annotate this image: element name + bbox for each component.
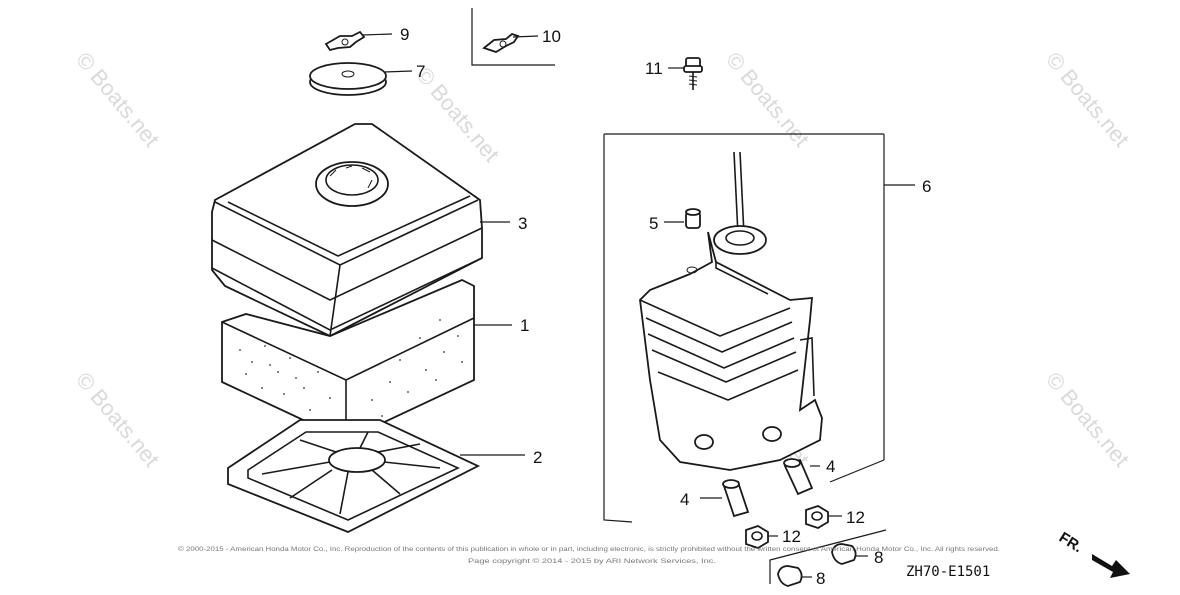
clip-part xyxy=(482,32,520,53)
callout-7: 7 xyxy=(416,62,425,81)
copyright-notice: © 2000-2015 - American Honda Motor Co., … xyxy=(178,545,1000,553)
sleeve-part xyxy=(685,208,701,229)
callout-6: 6 xyxy=(922,177,931,196)
watermark: © Boats.net xyxy=(1041,47,1134,151)
assembly-bracket xyxy=(603,134,633,523)
nut-part xyxy=(805,505,829,529)
callout-8: 8 xyxy=(816,569,825,588)
cover-plate-part xyxy=(309,62,387,96)
filter-element-part xyxy=(221,279,475,441)
bolt-part xyxy=(683,57,703,90)
watermark: © Boats.net xyxy=(1041,367,1134,471)
diagram-code: ZH70-E1501 xyxy=(906,564,990,580)
tube-part xyxy=(722,479,750,518)
front-indicator-label: FR. xyxy=(1056,529,1086,556)
callout-8: 8 xyxy=(874,548,883,567)
watermark: © Boats.net xyxy=(71,47,164,151)
callout-4: 4 xyxy=(680,490,689,509)
elbow-assembly-part xyxy=(639,151,823,471)
grid-plate-part xyxy=(227,419,481,533)
callout-3: 3 xyxy=(518,214,527,233)
callout-2: 2 xyxy=(533,448,542,467)
copyright-page: Page copyright © 2014 - 2015 by ARI Netw… xyxy=(468,557,716,565)
wing-nut-part xyxy=(324,30,366,52)
callout-11: 11 xyxy=(645,59,663,78)
watermark: © Boats.net xyxy=(71,367,164,471)
callout-5: 5 xyxy=(649,214,658,233)
cap-part xyxy=(831,543,857,565)
callout-9: 9 xyxy=(400,25,409,44)
air-cleaner-cover-part xyxy=(211,123,483,338)
front-arrow-icon: FR. xyxy=(1056,529,1130,578)
callout-10: 10 xyxy=(542,27,561,46)
callout-1: 1 xyxy=(520,316,529,335)
callout-4: 4 xyxy=(826,457,835,476)
nut-part xyxy=(745,525,769,549)
cap-part xyxy=(777,565,803,587)
watermark: © Boats.net xyxy=(721,47,814,151)
tube-part xyxy=(783,458,814,496)
callout-12: 12 xyxy=(846,508,865,527)
callout-12: 12 xyxy=(782,527,801,546)
